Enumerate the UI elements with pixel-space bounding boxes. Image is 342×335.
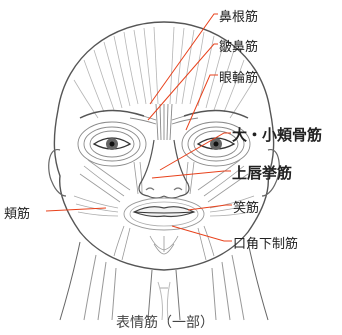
diagram-caption: 表情筋（一部） [116, 312, 214, 332]
label-levator-labii: 上唇挙筋 [232, 162, 292, 183]
label-zygomaticus: 大・小頬骨筋 [232, 124, 322, 145]
label-risorius: 笑筋 [233, 197, 259, 216]
label-orbicularis-oculi: 眼輪筋 [219, 67, 258, 86]
label-procerus: 鼻根筋 [219, 6, 258, 25]
label-buccinator: 頬筋 [4, 203, 30, 222]
label-depressor-anguli: 口角下制筋 [233, 233, 298, 252]
label-corrugator: 皺鼻筋 [219, 36, 258, 55]
